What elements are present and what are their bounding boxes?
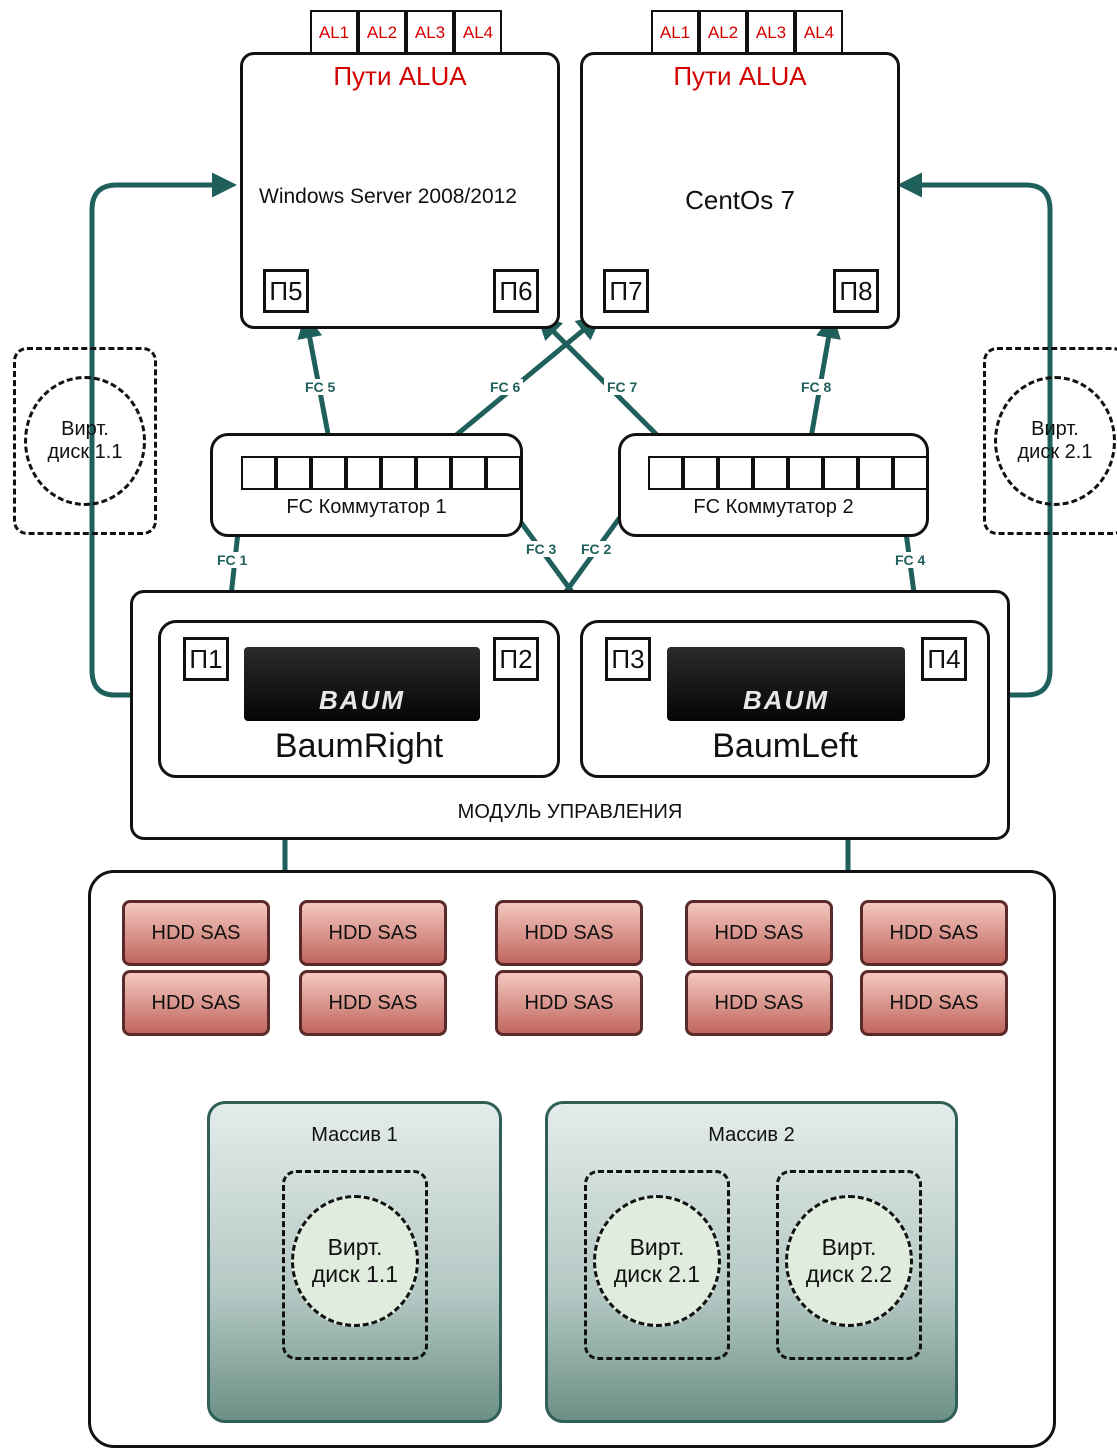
alua-path-tab: AL4 [795, 10, 843, 54]
vdisk-label: диск 2.1 [1017, 441, 1093, 463]
node-name: BaumLeft [712, 727, 858, 765]
hdd-sas-disk: HDD SAS [685, 970, 833, 1036]
alua-path-tab: AL2 [699, 10, 747, 54]
alua-title: Пути ALUA [673, 61, 807, 91]
switch-port [823, 456, 858, 490]
vdisk-label: диск 1.1 [47, 441, 123, 463]
alua-title: Пути ALUA [333, 61, 467, 91]
switch-name: FC Коммутатор 2 [693, 496, 854, 518]
switch-name: FC Коммутатор 1 [286, 496, 447, 518]
fc-link-label: FC 5 [302, 379, 339, 395]
fc-link-label: FC 3 [523, 541, 560, 557]
hdd-sas-disk: HDD SAS [299, 900, 447, 966]
server-chassis-icon: BAUM [244, 647, 480, 721]
storage-node-baumleft: П3 П4 BAUM BaumLeft [580, 620, 990, 778]
fc-link-label: FC 4 [892, 552, 929, 568]
node-name: BaumRight [274, 727, 444, 765]
alua-path-tab: AL3 [406, 10, 454, 54]
switch-port [858, 456, 893, 490]
vdisk-label: Вирт. [821, 1234, 877, 1260]
hdd-sas-disk: HDD SAS [495, 900, 643, 966]
hdd-grid: HDD SAS HDD SAS HDD SAS HDD SAS HDD SAS … [122, 900, 1010, 1040]
vdisk-label: диск 2.1 [613, 1261, 701, 1287]
switch-port [893, 456, 928, 490]
vdisk-label: Вирт. [327, 1234, 383, 1260]
virtual-disk-container: Вирт. диск 1.1 [282, 1170, 428, 1360]
switch-port [753, 456, 788, 490]
side-vdisk-left: Вирт. диск 1.1 [13, 347, 157, 535]
array-title: Массив 1 [311, 1124, 398, 1146]
alua-path-tab: AL3 [747, 10, 795, 54]
side-vdisk-right: Вирт. диск 2.1 [983, 347, 1117, 535]
port-p8: П8 [833, 269, 879, 313]
fc-link-label: FC 7 [604, 379, 641, 395]
port-p4: П4 [921, 637, 967, 681]
switch-port [381, 456, 416, 490]
hdd-sas-disk: HDD SAS [685, 900, 833, 966]
virtual-disk-icon: Вирт. диск 1.1 [291, 1195, 419, 1327]
hdd-sas-disk: HDD SAS [860, 900, 1008, 966]
alua-tabs-server-2: AL1 AL2 AL3 AL4 [651, 10, 843, 54]
alua-path-tab: AL2 [358, 10, 406, 54]
alua-tabs-server-1: AL1 AL2 AL3 AL4 [310, 10, 502, 54]
vdisk-label: Вирт. [629, 1234, 685, 1260]
raid-array-2: Массив 2 Вирт. диск 2.1 Вирт. диск 2.2 [545, 1101, 958, 1423]
vdisk-label: Вирт. [61, 418, 109, 440]
port-p1: П1 [183, 637, 229, 681]
server-chassis-icon: BAUM [667, 647, 905, 721]
switch-port [346, 456, 381, 490]
virtual-disk-icon: Вирт. диск 2.1 [994, 376, 1116, 506]
switch-port [276, 456, 311, 490]
virtual-disk-container: Вирт. диск 2.1 [584, 1170, 730, 1360]
fc-link-label: FC 6 [487, 379, 524, 395]
hdd-sas-disk: HDD SAS [299, 970, 447, 1036]
host-name: Windows Server 2008/2012 [259, 185, 517, 208]
switch-port [241, 456, 276, 490]
raid-array-1: Массив 1 Вирт. диск 1.1 [207, 1101, 502, 1423]
fc-switch-1: FC Коммутатор 1 [210, 433, 523, 537]
vdisk-label: диск 1.1 [311, 1261, 399, 1287]
switch-port [718, 456, 753, 490]
fc-switch-2: FC Коммутатор 2 [618, 433, 929, 537]
alua-path-tab: AL1 [651, 10, 699, 54]
hdd-sas-disk: HDD SAS [122, 900, 270, 966]
switch-port [788, 456, 823, 490]
switch-port [311, 456, 346, 490]
port-p2: П2 [493, 637, 539, 681]
windows-server-host: Пути ALUA Windows Server 2008/2012 П5 П6 [240, 52, 560, 329]
virtual-disk-icon: Вирт. диск 2.2 [785, 1195, 913, 1327]
port-p7: П7 [603, 269, 649, 313]
hdd-sas-disk: HDD SAS [860, 970, 1008, 1036]
virtual-disk-container: Вирт. диск 2.2 [776, 1170, 922, 1360]
switch-port-row [241, 456, 521, 490]
fc-link-label: FC 8 [798, 379, 835, 395]
virtual-disk-icon: Вирт. диск 2.1 [593, 1195, 721, 1327]
port-p5: П5 [263, 269, 309, 313]
storage-node-baumright: П1 П2 BAUM BaumRight [158, 620, 560, 778]
centos-host: Пути ALUA CentOs 7 П7 П8 [580, 52, 900, 329]
virtual-disk-icon: Вирт. диск 1.1 [24, 376, 146, 506]
port-p3: П3 [605, 637, 651, 681]
switch-port [683, 456, 718, 490]
fc-link-label: FC 1 [214, 552, 251, 568]
alua-path-tab: AL4 [454, 10, 502, 54]
vdisk-label: диск 2.2 [805, 1261, 893, 1287]
array-title: Массив 2 [708, 1124, 795, 1146]
baum-logo: BAUM [743, 685, 829, 715]
switch-port [416, 456, 451, 490]
fc-link-label: FC 2 [578, 541, 615, 557]
switch-port-row [648, 456, 928, 490]
hdd-sas-disk: HDD SAS [495, 970, 643, 1036]
vdisk-label: Вирт. [1031, 418, 1079, 440]
switch-port [451, 456, 486, 490]
control-module-title: МОДУЛЬ УПРАВЛЕНИЯ [457, 801, 683, 823]
switch-port [648, 456, 683, 490]
port-p6: П6 [493, 269, 539, 313]
switch-port [486, 456, 521, 490]
baum-logo: BAUM [319, 685, 405, 715]
hdd-sas-disk: HDD SAS [122, 970, 270, 1036]
alua-path-tab: AL1 [310, 10, 358, 54]
host-name: CentOs 7 [685, 185, 795, 215]
